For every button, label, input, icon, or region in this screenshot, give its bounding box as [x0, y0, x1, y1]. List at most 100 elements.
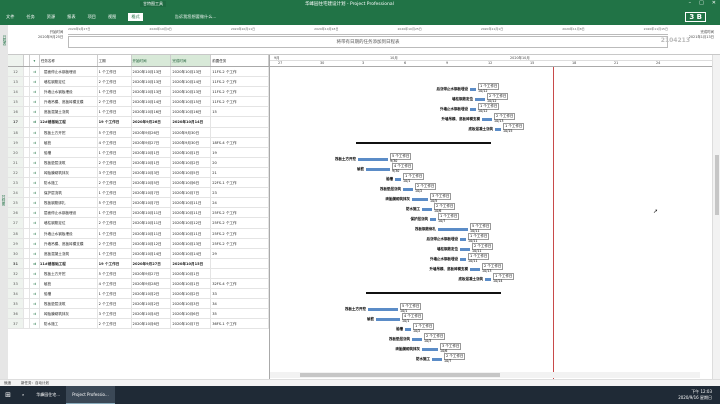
- row-duration[interactable]: 5 个工作日: [98, 198, 132, 208]
- row-start[interactable]: 2020年10月14日: [132, 97, 172, 107]
- row-duration[interactable]: 19 个工作日: [98, 117, 132, 127]
- task-bar[interactable]: [470, 108, 476, 111]
- row-finish[interactable]: 2020年10月2日: [171, 157, 212, 167]
- row-predecessors[interactable]: 25FS-2 个工作: [211, 218, 269, 228]
- row-predecessors[interactable]: 22FS-1 个工作: [211, 178, 269, 188]
- row-predecessors[interactable]: 25FS-2 个工作: [211, 208, 269, 218]
- row-id[interactable]: 27: [8, 218, 24, 228]
- row-duration[interactable]: 2 个工作日: [98, 97, 132, 107]
- row-id[interactable]: 30: [8, 248, 24, 258]
- row-mode-icon[interactable]: ⇉: [30, 178, 40, 188]
- header-start[interactable]: 开始时间: [131, 55, 172, 66]
- row-predecessors[interactable]: 36FS-1 个工作: [211, 319, 269, 329]
- row-start[interactable]: 2020年9月27日: [132, 268, 172, 278]
- row-duration[interactable]: 1 个工作日: [98, 147, 132, 157]
- row-id[interactable]: 23: [8, 178, 24, 188]
- tell-me-input[interactable]: 告诉我您想要做什么...: [174, 14, 217, 19]
- row-mode-icon[interactable]: ⇉: [30, 97, 40, 107]
- row-task-name[interactable]: 破桩: [40, 278, 98, 289]
- header-mode[interactable]: ▾: [30, 55, 40, 66]
- summary-bar[interactable]: [366, 292, 501, 294]
- row-indicator[interactable]: [24, 87, 30, 97]
- row-predecessors[interactable]: [211, 268, 269, 278]
- row-start[interactable]: 2020年10月7日: [132, 188, 172, 198]
- row-finish[interactable]: 2020年10月14日: [171, 77, 212, 87]
- row-mode-icon[interactable]: ⇉: [30, 117, 40, 127]
- row-indicator[interactable]: [24, 208, 30, 218]
- row-finish[interactable]: 2020年10月15日: [171, 97, 212, 107]
- row-task-name[interactable]: 砖胎膜砌筑抹灰: [40, 167, 98, 178]
- row-start[interactable]: 2020年10月14日: [132, 248, 172, 258]
- row-predecessors[interactable]: 21: [211, 167, 269, 178]
- row-indicator[interactable]: [24, 117, 30, 127]
- tab-resource[interactable]: 资源: [46, 14, 56, 19]
- tab-format[interactable]: 格式: [128, 13, 143, 21]
- row-mode-icon[interactable]: ⇉: [30, 218, 40, 228]
- row-predecessors[interactable]: 18FS-4 个工作: [211, 137, 269, 147]
- row-finish[interactable]: 2020年10月11日: [171, 198, 212, 208]
- row-start[interactable]: 2020年9月27日: [132, 137, 172, 147]
- task-bar[interactable]: [358, 158, 388, 161]
- task-bar[interactable]: [430, 218, 436, 221]
- row-indicator[interactable]: [24, 178, 30, 188]
- row-finish[interactable]: 2020年10月7日: [171, 188, 212, 198]
- vertical-scroll-thumb[interactable]: [715, 155, 719, 215]
- tab-file[interactable]: 文件: [6, 14, 15, 19]
- row-task-name[interactable]: 层面停止水钢板埋设: [40, 208, 98, 218]
- row-predecessors[interactable]: 32FS-4 个工作: [211, 278, 269, 289]
- row-duration[interactable]: 2 个工作日: [98, 157, 132, 167]
- row-task-name[interactable]: 升墙吊模、底板砖模支模: [40, 238, 98, 248]
- row-indicator[interactable]: [24, 218, 30, 228]
- row-indicator[interactable]: [24, 248, 30, 258]
- row-indicator[interactable]: [24, 258, 30, 268]
- row-id[interactable]: 21: [8, 157, 24, 167]
- task-bar[interactable]: [470, 88, 476, 91]
- row-mode-icon[interactable]: ⇉: [30, 127, 40, 137]
- timeline-placeholder[interactable]: 将带有日期的任务添加到日程表: [68, 36, 668, 48]
- task-bar[interactable]: [495, 128, 501, 131]
- row-finish[interactable]: 2020年10月11日: [171, 208, 212, 218]
- header-name[interactable]: 任务名称: [40, 55, 98, 66]
- row-finish[interactable]: 2020年10月11日: [171, 228, 212, 238]
- row-task-name[interactable]: 防水施工: [40, 319, 98, 329]
- row-start[interactable]: 2020年10月7日: [132, 198, 172, 208]
- row-duration[interactable]: 5 个工作日: [98, 127, 132, 137]
- row-start[interactable]: 2020年10月13日: [132, 67, 172, 77]
- header-finish[interactable]: 完成时间: [171, 55, 212, 66]
- row-id[interactable]: 22: [8, 167, 24, 178]
- row-indicator[interactable]: [24, 97, 30, 107]
- row-finish[interactable]: 2020年10月14日: [171, 117, 212, 127]
- row-predecessors[interactable]: 35: [211, 309, 269, 319]
- row-start[interactable]: 2020年9月28日: [132, 278, 172, 289]
- row-mode-icon[interactable]: ⇉: [30, 67, 40, 77]
- header-duration[interactable]: 工期: [98, 55, 132, 66]
- task-bar[interactable]: [475, 98, 485, 101]
- row-task-name[interactable]: 12#楼基础工程: [40, 117, 98, 127]
- row-task-name[interactable]: 外墙止水钢板埋设: [40, 87, 98, 97]
- maximize-icon[interactable]: □: [699, 0, 704, 6]
- row-indicator[interactable]: [24, 278, 30, 289]
- row-mode-icon[interactable]: ⇉: [30, 137, 40, 147]
- row-duration[interactable]: 2 个工作日: [98, 319, 132, 329]
- row-indicator[interactable]: [24, 137, 30, 147]
- row-id[interactable]: 35: [8, 299, 24, 309]
- row-finish[interactable]: 2020年9月30日: [171, 137, 212, 147]
- row-finish[interactable]: 2020年10月5日: [171, 167, 212, 178]
- row-start[interactable]: 2020年10月2日: [132, 299, 172, 309]
- row-predecessors[interactable]: 20: [211, 157, 269, 167]
- row-task-name[interactable]: 防水施工: [40, 178, 98, 188]
- row-predecessors[interactable]: 11FS-2 个工作: [211, 87, 269, 97]
- tab-view[interactable]: 视图: [107, 14, 117, 19]
- row-start[interactable]: 2020年10月11日: [132, 228, 172, 238]
- row-finish[interactable]: 2020年10月3日: [171, 299, 212, 309]
